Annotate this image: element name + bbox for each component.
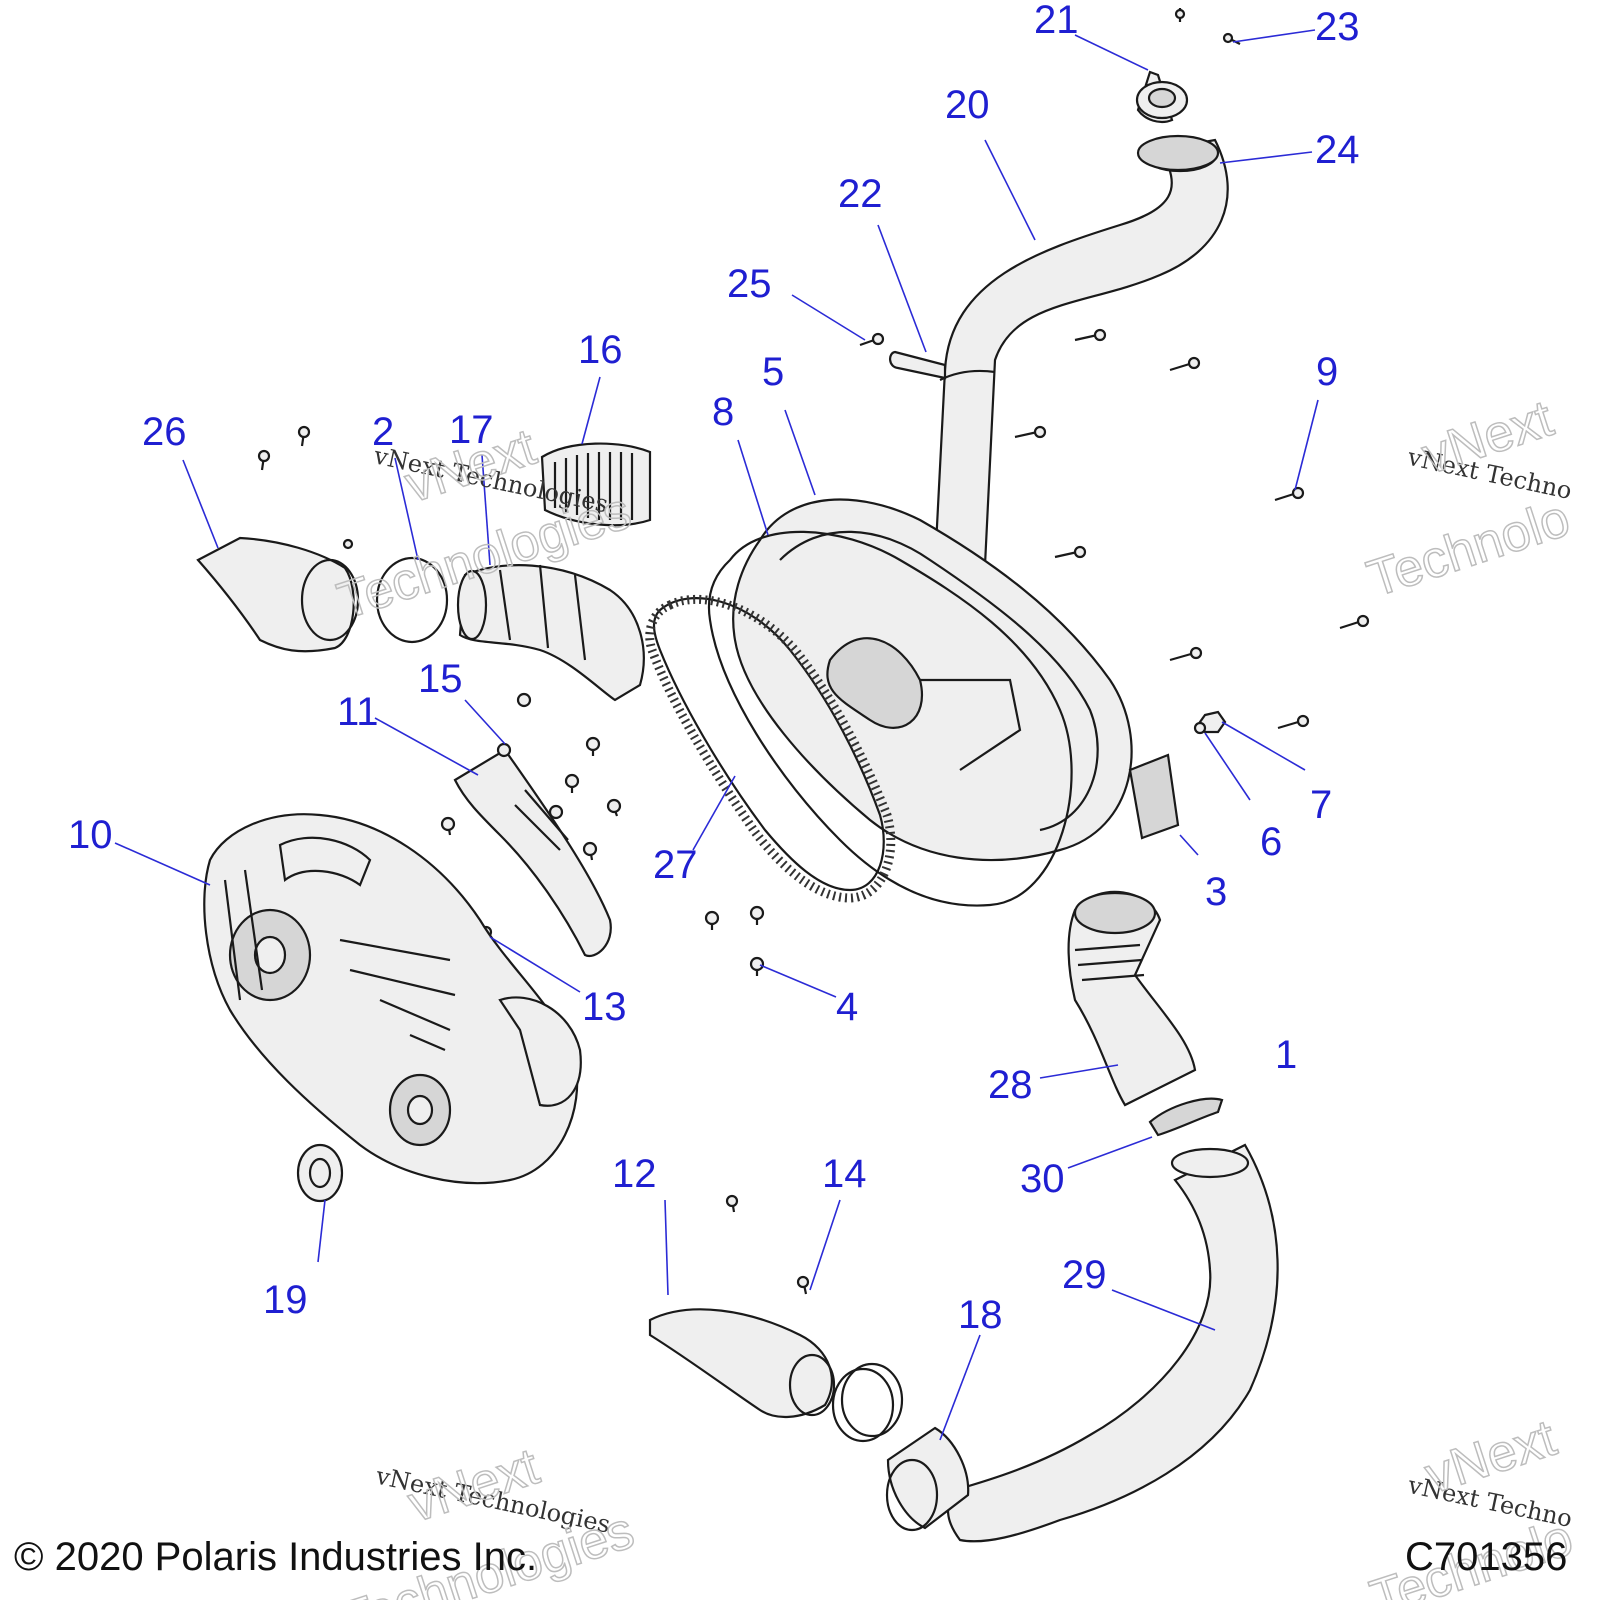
- part-10-inner-clutch-cover: [203, 813, 582, 1185]
- part-12-outlet-duct: [648, 1308, 836, 1419]
- callout-22: 22: [838, 172, 883, 216]
- part-22-bracket: [889, 350, 947, 380]
- callout-leaders: [114, 29, 1319, 1441]
- callout-23: 23: [1315, 5, 1360, 49]
- callout-18: 18: [958, 1293, 1003, 1337]
- callout-13: 13: [582, 985, 627, 1029]
- callout-25: 25: [727, 262, 772, 306]
- callout-21: 21: [1034, 0, 1079, 42]
- callout-30: 30: [1020, 1157, 1065, 1201]
- callout-16: 16: [578, 328, 623, 372]
- part-3-gasket-pad: [1128, 753, 1180, 840]
- part-16-intake-screen: [540, 442, 652, 527]
- part-26-duct-adapter: [196, 536, 360, 653]
- callout-8: 8: [712, 390, 734, 434]
- part-27-drive-belt: [645, 594, 896, 903]
- part-11-bracket: [453, 748, 612, 958]
- part-24-duct-clamp: [1136, 134, 1220, 172]
- callout-28: 28: [988, 1063, 1033, 1107]
- callout-20: 20: [945, 83, 990, 127]
- callout-27: 27: [653, 843, 698, 887]
- screw-fasteners-26: [257, 425, 354, 550]
- part-15-nut: [496, 742, 512, 758]
- part-19-seal: [296, 1143, 344, 1203]
- part-18-coupler: [885, 1426, 970, 1532]
- callout-19: 19: [263, 1278, 308, 1322]
- callout-4: 4: [836, 985, 858, 1029]
- callout-29: 29: [1062, 1253, 1107, 1297]
- part-17-intake-duct: [456, 564, 645, 702]
- callout-7: 7: [1310, 783, 1332, 827]
- part-8-cover-seal: [707, 530, 1073, 907]
- nut-small: [516, 692, 532, 708]
- callout-3: 3: [1205, 870, 1227, 914]
- part-4-bolts: [425, 736, 765, 976]
- callout-9: 9: [1316, 350, 1338, 394]
- part-28-intake-boot: [1067, 890, 1197, 1107]
- part-6-washer: [1193, 721, 1207, 735]
- part-5-outer-clutch-cover: [732, 498, 1133, 862]
- part-30-gasket: [1148, 1097, 1224, 1137]
- part-21-outlet-cap: [1135, 70, 1189, 124]
- callout-15: 15: [418, 657, 463, 701]
- copyright-notice: © 2020 Polaris Industries Inc.: [14, 1535, 538, 1579]
- callout-10: 10: [68, 813, 113, 857]
- hose-clamp: [831, 1362, 904, 1443]
- callout-6: 6: [1260, 820, 1282, 864]
- part-14-screw: [725, 1194, 810, 1295]
- drawing-number: C701356: [1405, 1535, 1568, 1579]
- watermark-outline-word: Technolo: [1361, 489, 1577, 608]
- callout-labels: 1 2 3 4 5 6 7 8 9 10 11 12 13 14 15 16 1…: [68, 0, 1360, 1337]
- callout-24: 24: [1315, 128, 1360, 172]
- callout-14: 14: [822, 1152, 867, 1196]
- part-9-cover-screws: [1014, 328, 1370, 730]
- callout-2: 2: [372, 410, 394, 454]
- callout-1: 1: [1275, 1033, 1297, 1077]
- part-29-lower-duct: [947, 1143, 1279, 1543]
- callout-17: 17: [449, 408, 494, 452]
- part-2-clamp: [375, 556, 449, 644]
- callout-11: 11: [337, 690, 379, 734]
- screw-fasteners-top: [1174, 8, 1241, 45]
- callout-12: 12: [612, 1152, 657, 1196]
- callout-5: 5: [762, 350, 784, 394]
- part-20-intake-duct: [933, 137, 1229, 567]
- part-25-screw: [859, 332, 885, 347]
- callout-26: 26: [142, 410, 187, 454]
